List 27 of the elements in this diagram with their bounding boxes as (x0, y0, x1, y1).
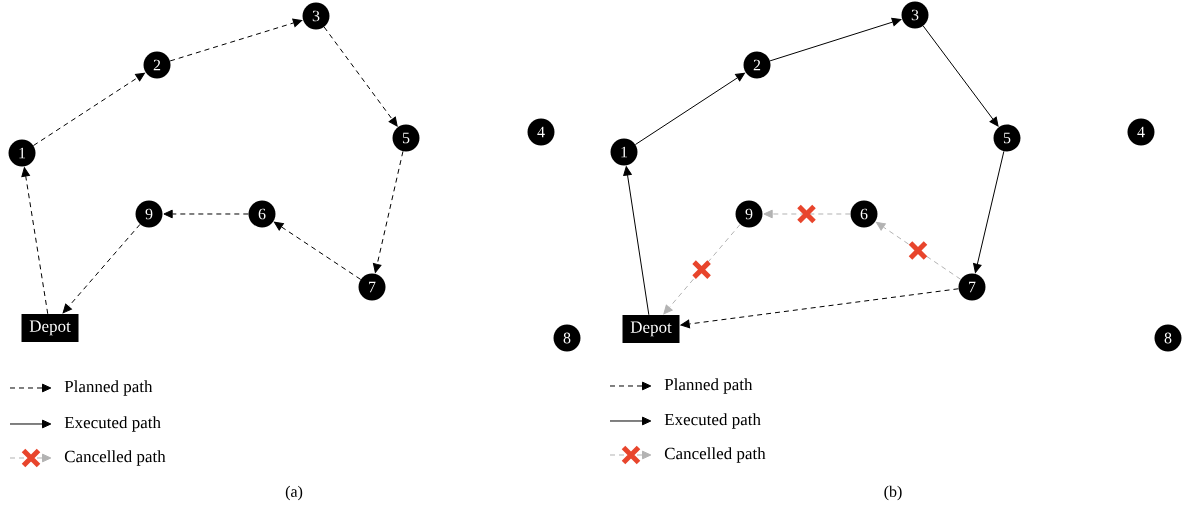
cancelled-arrow (663, 223, 741, 315)
legend-label: Cancelled path (64, 450, 166, 466)
arrow (372, 150, 404, 273)
cancelled-arrow (875, 221, 962, 280)
arrow (62, 223, 141, 314)
arrow (169, 18, 303, 62)
legend-label: Executed path (64, 416, 161, 432)
arrow (163, 209, 249, 219)
arrow (33, 72, 145, 146)
panel-caption: (b) (884, 485, 902, 501)
depot-box: Depot (21, 314, 79, 342)
arrow (273, 221, 362, 280)
depot-box: Depot (622, 315, 680, 343)
arrow (973, 150, 1005, 273)
arrow (323, 26, 398, 127)
arrow (634, 72, 745, 145)
arrow (922, 25, 999, 127)
arrow (21, 167, 49, 315)
panel-caption: (a) (285, 485, 303, 501)
legend-label: Planned path (664, 378, 753, 394)
arrow (623, 166, 650, 316)
arrow (680, 288, 959, 329)
legend-label: Cancelled path (664, 447, 766, 463)
cancelled-arrow (763, 204, 851, 224)
legend-label: Executed path (664, 413, 761, 429)
arrow (769, 17, 902, 62)
legend-label: Planned path (64, 380, 153, 396)
